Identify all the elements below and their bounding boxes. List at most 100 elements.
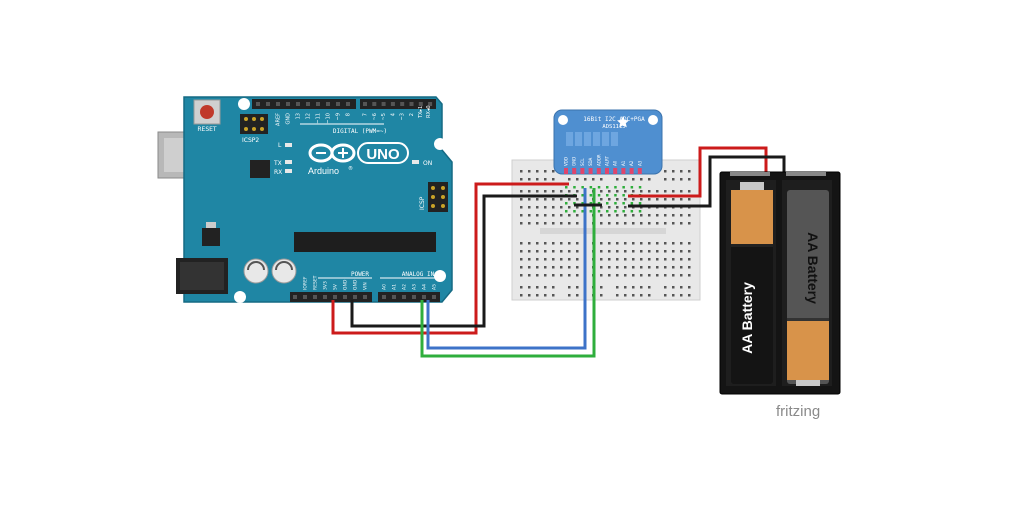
ads1115-subtitle: ADS1115 [602, 124, 625, 130]
bottom-header-pins [293, 295, 436, 299]
header-pin [276, 102, 280, 106]
digital-pin-label: 13 [296, 113, 302, 119]
adc-pin-label: ALRT [605, 156, 610, 166]
arduino-logo [308, 143, 356, 163]
header-pin [333, 295, 337, 299]
icsp2-header [240, 114, 268, 134]
header-pin [409, 102, 414, 106]
header-pin [382, 295, 386, 299]
header-pin [303, 295, 307, 299]
battery-pack: AA Battery AA Battery [719, 171, 841, 395]
digital-pin-label: 2 [409, 113, 415, 116]
led-on-label: ON [423, 160, 432, 167]
adc-pin-label: SDA [588, 157, 593, 166]
uno-badge [357, 142, 409, 164]
mounting-hole [434, 270, 446, 282]
wires [331, 146, 786, 358]
adc-pin-label: A3 [637, 160, 642, 166]
adc-pin [596, 168, 601, 174]
digital-header-pins [256, 102, 433, 106]
power-pin-label: VIN [363, 282, 369, 290]
icsp2-label: ICSP2 [242, 137, 259, 144]
digital-pin-label: GND [286, 113, 292, 125]
adc-pin-label: GND [572, 157, 577, 166]
power-header [290, 292, 372, 302]
adc-pin-label: A2 [629, 160, 634, 166]
header-pin [296, 102, 300, 106]
reset-label: RESET [197, 126, 217, 133]
led-rx-label: RX [274, 169, 282, 176]
tx-pin-label: TX▸1 [418, 106, 424, 119]
star-icon [617, 116, 629, 128]
header-pin [381, 102, 386, 106]
adc-pin-label: ADDR [596, 154, 601, 166]
digital-pin-label: ~11 [316, 113, 322, 124]
adc-pin [580, 168, 585, 174]
mounting-hole [434, 138, 446, 150]
reset-button-cap[interactable] [200, 105, 214, 119]
header-pin [313, 295, 317, 299]
aa-battery-right [787, 190, 829, 386]
power-pin-label: 5V [333, 283, 339, 290]
led-tx-label: TX [273, 160, 282, 167]
wire-battery-negative-black [628, 155, 786, 208]
header-pin [293, 295, 297, 299]
adc-pin [564, 168, 568, 174]
wire-gnd-black [350, 194, 577, 328]
header-pin [323, 295, 327, 299]
icsp-header [428, 182, 448, 212]
adc-pin-label: VDD [564, 157, 569, 166]
digital-pin-label: 4 [390, 113, 396, 116]
header-pin [346, 102, 350, 106]
header-pin [400, 102, 405, 106]
breadboard-channel [540, 228, 666, 234]
mounting-hole [238, 98, 250, 110]
usb-chip [250, 160, 270, 178]
power-label: POWER [351, 271, 369, 278]
header-pin [353, 295, 357, 299]
header-pin [392, 295, 396, 299]
adc-pin [572, 168, 577, 174]
voltage-regulator [202, 228, 220, 246]
adc-pin [621, 168, 626, 174]
header-pin [266, 102, 270, 106]
digital-pin-label: ~6 [372, 113, 378, 120]
power-pin-label: IOREF [303, 276, 309, 290]
atmega-chip [294, 232, 436, 252]
header-pin [286, 102, 290, 106]
digital-pin-label: 7 [363, 113, 369, 116]
header-pin [316, 102, 320, 106]
aa-battery-left [731, 182, 773, 384]
mounting-hole [558, 115, 568, 125]
header-pin [336, 102, 340, 106]
analog-pin-label: A1 [392, 284, 398, 290]
rx-pin-label: RX◂0 [426, 105, 432, 118]
header-pin [422, 295, 426, 299]
led-rx [285, 169, 292, 173]
analog-in-label: ANALOG IN [402, 271, 435, 278]
power-pin-label: 3V3 [323, 281, 329, 290]
led-l-label: L [278, 142, 282, 149]
wire-scl-green [420, 188, 596, 358]
adc-pin-label: SCL [580, 158, 585, 166]
digital-header-right [360, 99, 436, 109]
analog-pin-label: A2 [402, 284, 408, 290]
header-pin [372, 102, 377, 106]
adc-pin [605, 168, 609, 174]
capacitor [271, 258, 297, 284]
header-pin [418, 102, 423, 106]
mounting-hole [648, 115, 658, 125]
battery-left-label: AA Battery [739, 282, 755, 354]
ads1115-silkscreen-pads [566, 132, 618, 146]
arduino-brand-label: Arduino [308, 166, 339, 176]
wire-sda-blue [426, 188, 587, 350]
header-pin [326, 102, 330, 106]
header-pin [363, 102, 367, 106]
analog-pin-label: A4 [422, 284, 428, 290]
analog-pin-label: A5 [432, 284, 438, 290]
digital-header-left [252, 99, 356, 109]
mounting-hole [234, 291, 246, 303]
header-pin [432, 295, 436, 299]
